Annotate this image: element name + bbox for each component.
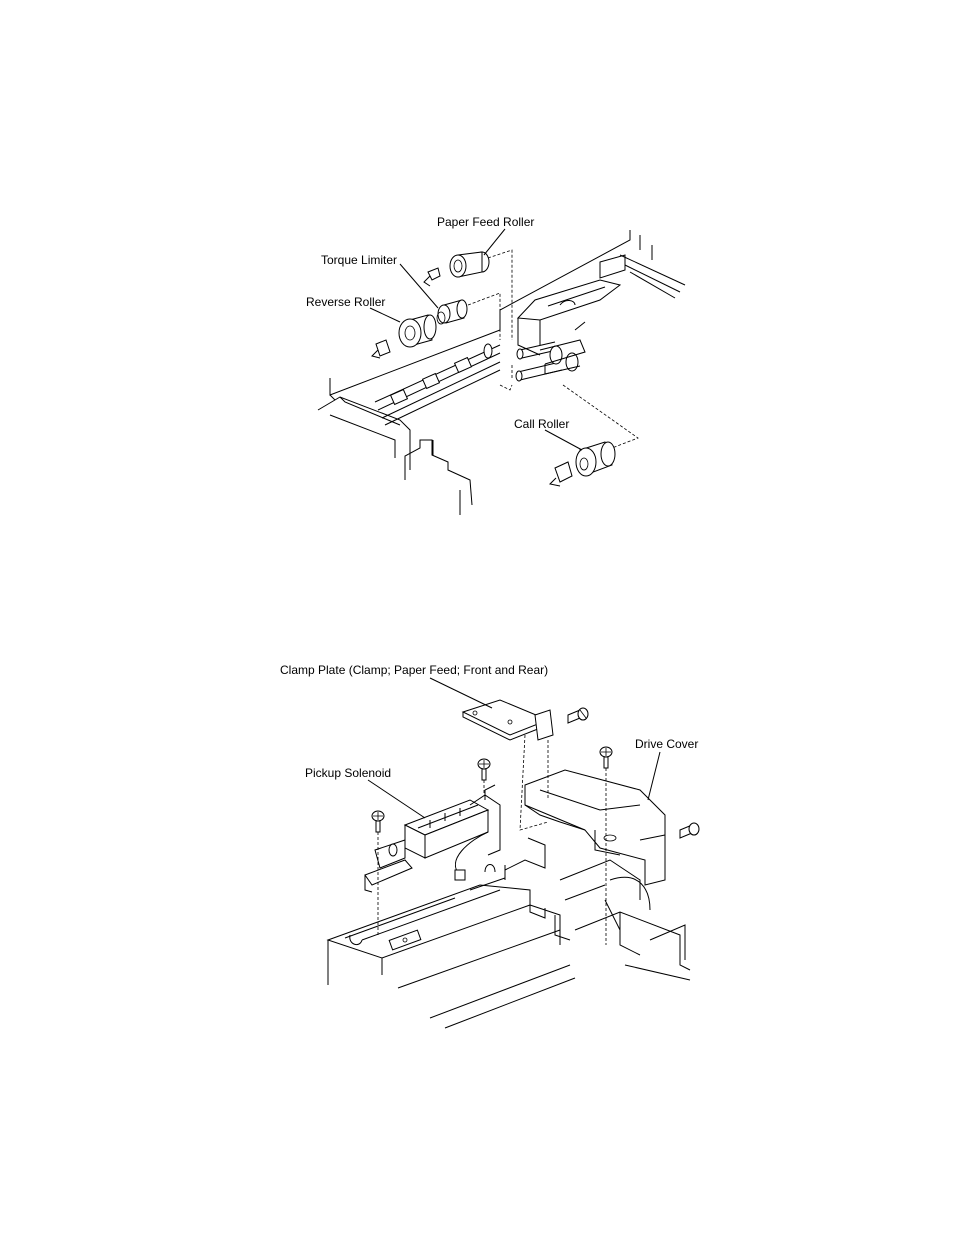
guide-rail <box>469 837 546 891</box>
screw-solenoid-left <box>371 810 385 833</box>
roller-shafts <box>374 343 501 426</box>
machine-frame <box>317 230 686 515</box>
right-frame <box>554 859 691 981</box>
drive-shafts <box>515 339 586 382</box>
figure-roller-assembly: Paper Feed Roller Torque Limiter Reverse… <box>306 215 686 515</box>
screw-clamp <box>567 707 589 724</box>
leader-lines-2 <box>367 677 661 819</box>
label-drive-cover: Drive Cover <box>635 737 698 751</box>
label-torque-limiter: Torque Limiter <box>321 253 397 267</box>
screw-drive-cover-side <box>679 822 700 839</box>
assembly-guide-lines <box>467 249 639 449</box>
label-pickup-solenoid: Pickup Solenoid <box>305 766 391 780</box>
label-paper-feed-roller: Paper Feed Roller <box>437 215 534 229</box>
clamp-plate-part <box>461 699 554 741</box>
screw-drive-cover-top <box>599 746 613 769</box>
reverse-roller-part <box>371 314 437 359</box>
assembly-guide-lines-2 <box>377 734 607 945</box>
label-call-roller: Call Roller <box>514 417 569 431</box>
feed-unit-bracket <box>516 279 622 356</box>
base-frame <box>326 884 576 1029</box>
leader-lines <box>369 228 583 451</box>
torque-limiter-part <box>436 299 468 325</box>
label-clamp-plate: Clamp Plate (Clamp; Paper Feed; Front an… <box>280 663 548 677</box>
call-roller-part <box>548 441 616 487</box>
pickup-solenoid-part <box>364 784 501 893</box>
screw-solenoid-right <box>477 758 491 781</box>
figure-drive-cover-assembly: Clamp Plate (Clamp; Paper Feed; Front an… <box>280 663 700 1029</box>
drive-cover-part <box>524 769 666 886</box>
label-reverse-roller: Reverse Roller <box>306 295 385 309</box>
paper-feed-roller-part <box>423 251 490 287</box>
